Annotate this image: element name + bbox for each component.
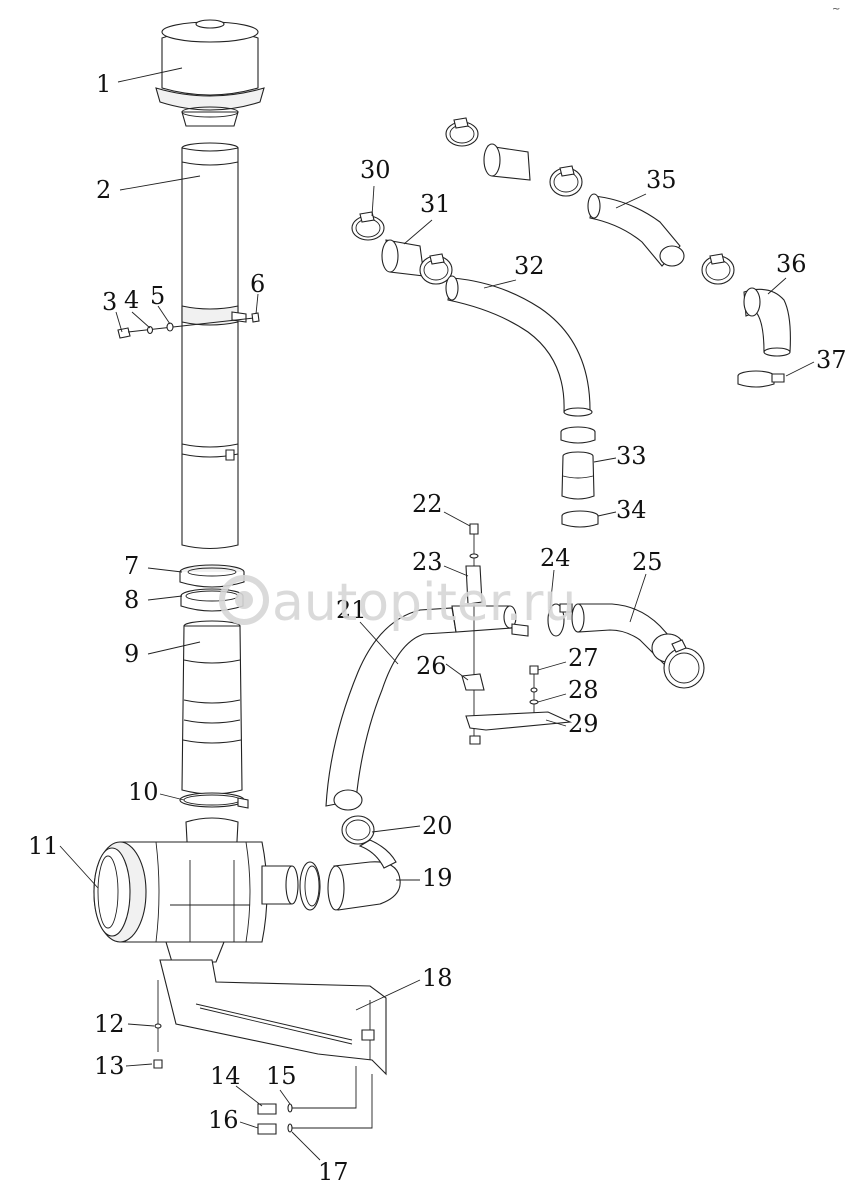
watermark: autopiter.ru <box>219 573 576 633</box>
air-filter-housing <box>93 817 299 963</box>
callout-25: 25 <box>632 548 663 576</box>
callout-35: 35 <box>646 166 677 194</box>
rubber-hose-9 <box>181 620 243 795</box>
precleaner-cap <box>155 19 265 127</box>
hose-assembly-30-34 <box>351 211 599 528</box>
callout-4: 4 <box>124 286 139 314</box>
callout-31: 31 <box>420 190 451 218</box>
callout-34: 34 <box>616 496 647 524</box>
corner-mark: ~ <box>832 4 840 15</box>
hose-24-25 <box>547 603 705 689</box>
callout-16: 16 <box>208 1106 239 1134</box>
callout-27: 27 <box>568 644 599 672</box>
callout-12: 12 <box>94 1010 125 1038</box>
callout-32: 32 <box>514 252 545 280</box>
callout-26: 26 <box>416 652 447 680</box>
callout-24: 24 <box>540 544 571 572</box>
callout-1: 1 <box>96 70 111 98</box>
callout-9: 9 <box>124 640 139 668</box>
mounting-bracket-18 <box>157 959 387 1076</box>
callout-28: 28 <box>568 676 599 704</box>
callout-20: 20 <box>422 812 453 840</box>
callout-5: 5 <box>150 282 165 310</box>
sealing-rings-7-8 <box>179 564 245 612</box>
hose-clamp-10 <box>179 792 249 809</box>
callout-33: 33 <box>616 442 647 470</box>
callout-8: 8 <box>124 586 139 614</box>
callout-18: 18 <box>422 964 453 992</box>
elbow-hose-19-20 <box>299 815 401 911</box>
callout-2: 2 <box>96 176 111 204</box>
intake-hose-21 <box>325 605 529 811</box>
fasteners-12-17 <box>153 1023 373 1135</box>
callout-21: 21 <box>336 596 367 624</box>
leader-lines <box>59 67 815 1161</box>
callout-36: 36 <box>776 250 807 278</box>
hose-assembly-35-37 <box>445 117 791 388</box>
callout-3: 3 <box>102 288 117 316</box>
callout-6: 6 <box>250 270 265 298</box>
callout-37: 37 <box>816 346 847 374</box>
callout-11: 11 <box>28 832 59 860</box>
callout-22: 22 <box>412 490 443 518</box>
callout-29: 29 <box>568 710 599 738</box>
fastener-set-3-6 <box>117 312 260 339</box>
callout-17: 17 <box>318 1158 349 1186</box>
callout-15: 15 <box>266 1062 297 1090</box>
callout-30: 30 <box>360 156 391 184</box>
watermark-text: autopiter.ru <box>272 573 576 633</box>
callout-7: 7 <box>124 552 139 580</box>
bracket-22-29 <box>461 523 573 745</box>
callout-14: 14 <box>210 1062 241 1090</box>
callout-13: 13 <box>94 1052 125 1080</box>
callout-23: 23 <box>412 548 443 576</box>
callout-numbers: 1 2 3 4 5 6 7 8 9 10 11 12 13 14 15 16 1… <box>28 70 847 1186</box>
callout-19: 19 <box>422 864 453 892</box>
callout-10: 10 <box>128 778 159 806</box>
intake-pipe <box>181 142 247 550</box>
